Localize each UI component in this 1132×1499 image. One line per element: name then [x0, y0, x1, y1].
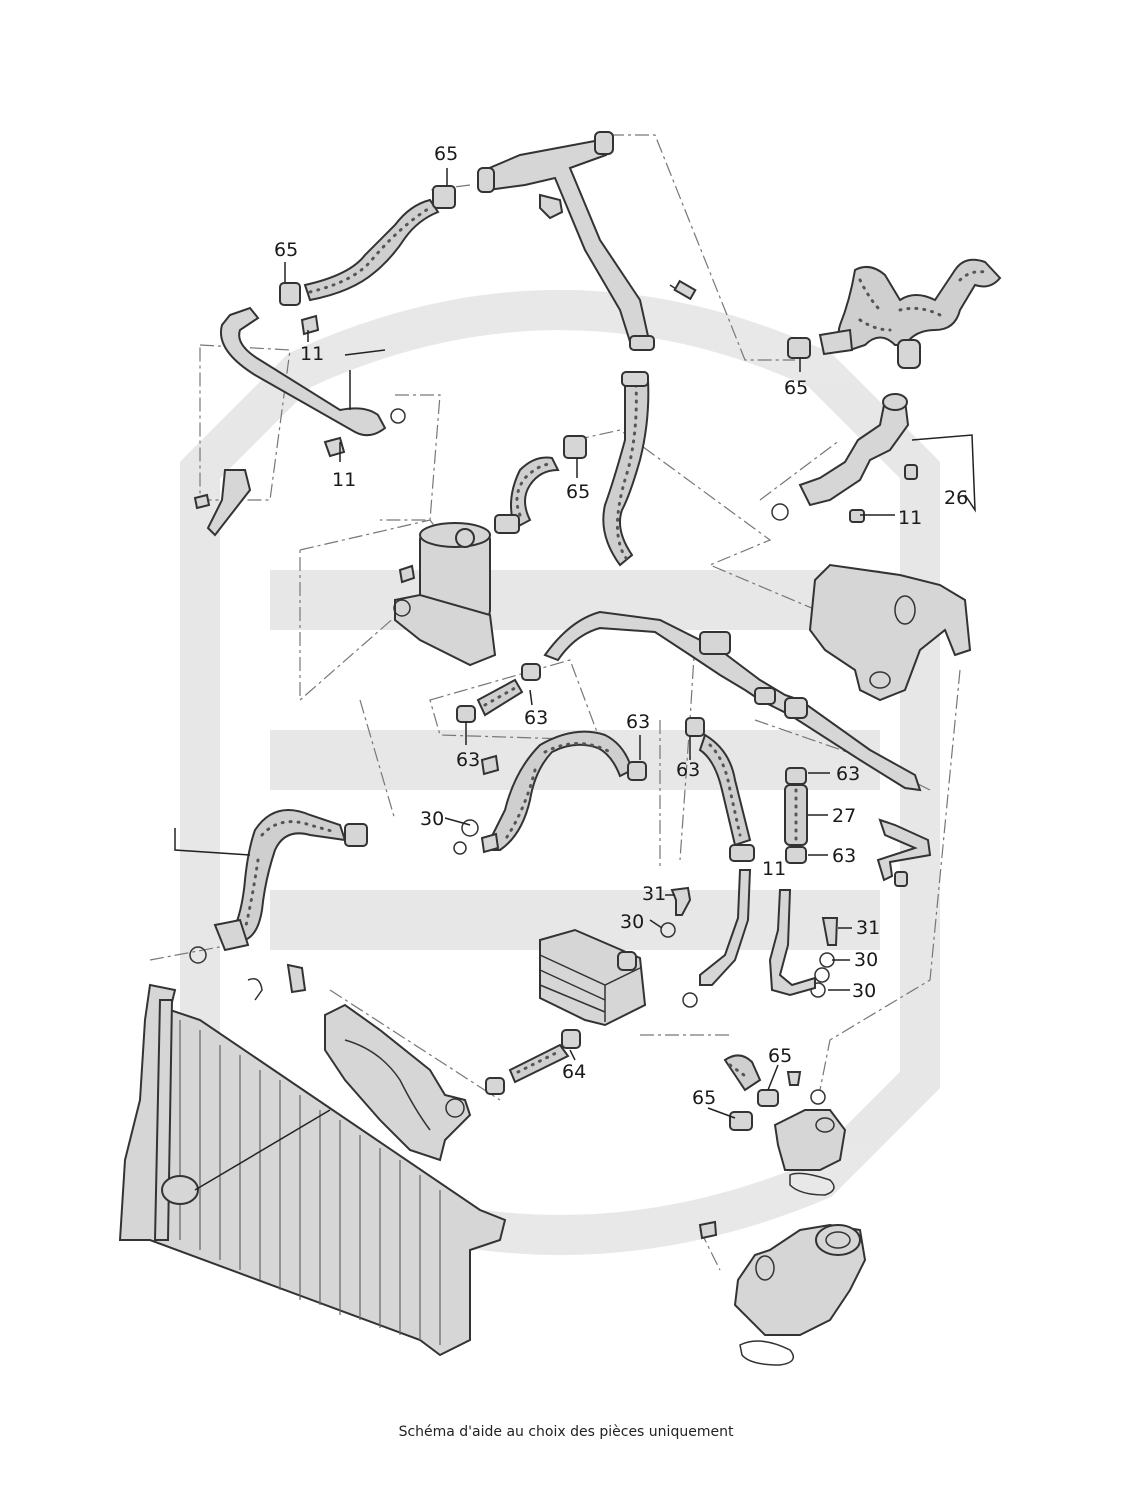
small-pipes-lower — [682, 869, 816, 1008]
small-pipe-right — [876, 818, 932, 887]
caption: Schéma d'aide au choix des pièces unique… — [398, 1424, 734, 1440]
callout-31-left: 31 — [642, 883, 666, 905]
oil-filter-housing — [393, 522, 497, 667]
callout-65-left: 65 — [274, 239, 298, 261]
callout-65-egr: 65 — [784, 377, 808, 399]
callout-65-middle: 65 — [566, 481, 590, 503]
callout-11-egr: 11 — [898, 507, 922, 529]
callout-30-center: 30 — [620, 911, 644, 933]
hose-64 — [485, 1029, 581, 1095]
oil-cooler — [539, 928, 647, 1027]
hose-long-63 — [453, 730, 647, 855]
fasteners-center — [480, 832, 839, 998]
leader-lines — [174, 168, 976, 1119]
upper-hose-assembly — [279, 185, 456, 306]
callout-11-lower-center: 11 — [762, 858, 786, 880]
coolant-pipe-middle — [543, 610, 922, 792]
callout-26: 26 — [944, 487, 968, 509]
callout-63-a: 63 — [524, 707, 548, 729]
callout-65-lower-right: 65 — [768, 1045, 792, 1067]
callout-63-b: 63 — [456, 749, 480, 771]
water-pump — [698, 1220, 867, 1366]
short-hose-27 — [784, 767, 808, 864]
egr-hose-assembly — [787, 258, 1002, 369]
egr-tube — [771, 393, 918, 523]
callout-63-c: 63 — [626, 711, 650, 733]
small-hose-63-left — [456, 663, 541, 723]
callout-11-upper: 11 — [300, 343, 324, 365]
thermostat-housing — [324, 1003, 472, 1162]
callout-65-top: 65 — [434, 143, 458, 165]
callout-31-right: 31 — [856, 917, 880, 939]
callout-labels: 65 65 11 11 65 65 11 26 63 63 63 63 63 2… — [274, 143, 968, 1109]
callout-30-left: 30 — [420, 808, 444, 830]
hose-long-center — [602, 371, 650, 567]
callout-63-e: 63 — [836, 763, 860, 785]
hose-right-63 — [685, 717, 755, 862]
callout-64: 64 — [562, 1061, 586, 1083]
callout-63-d: 63 — [676, 759, 700, 781]
coolant-system-diagram: 65 65 11 11 65 65 11 26 63 63 63 63 63 2… — [118, 131, 1002, 1366]
callout-65-lower-left: 65 — [692, 1087, 716, 1109]
callout-30-right-b: 30 — [852, 980, 876, 1002]
callout-63-f: 63 — [832, 845, 856, 867]
callout-30-right-a: 30 — [854, 949, 878, 971]
bent-pipe-left — [220, 306, 406, 458]
egr-cooler — [808, 563, 972, 702]
bracket-left — [193, 469, 252, 537]
coolant-pipe-top — [477, 131, 697, 351]
callout-27: 27 — [832, 805, 856, 827]
radiator — [118, 983, 507, 1357]
callout-11-lower: 11 — [332, 469, 356, 491]
hose-middle — [494, 435, 587, 534]
hose-left-large — [189, 809, 368, 1001]
